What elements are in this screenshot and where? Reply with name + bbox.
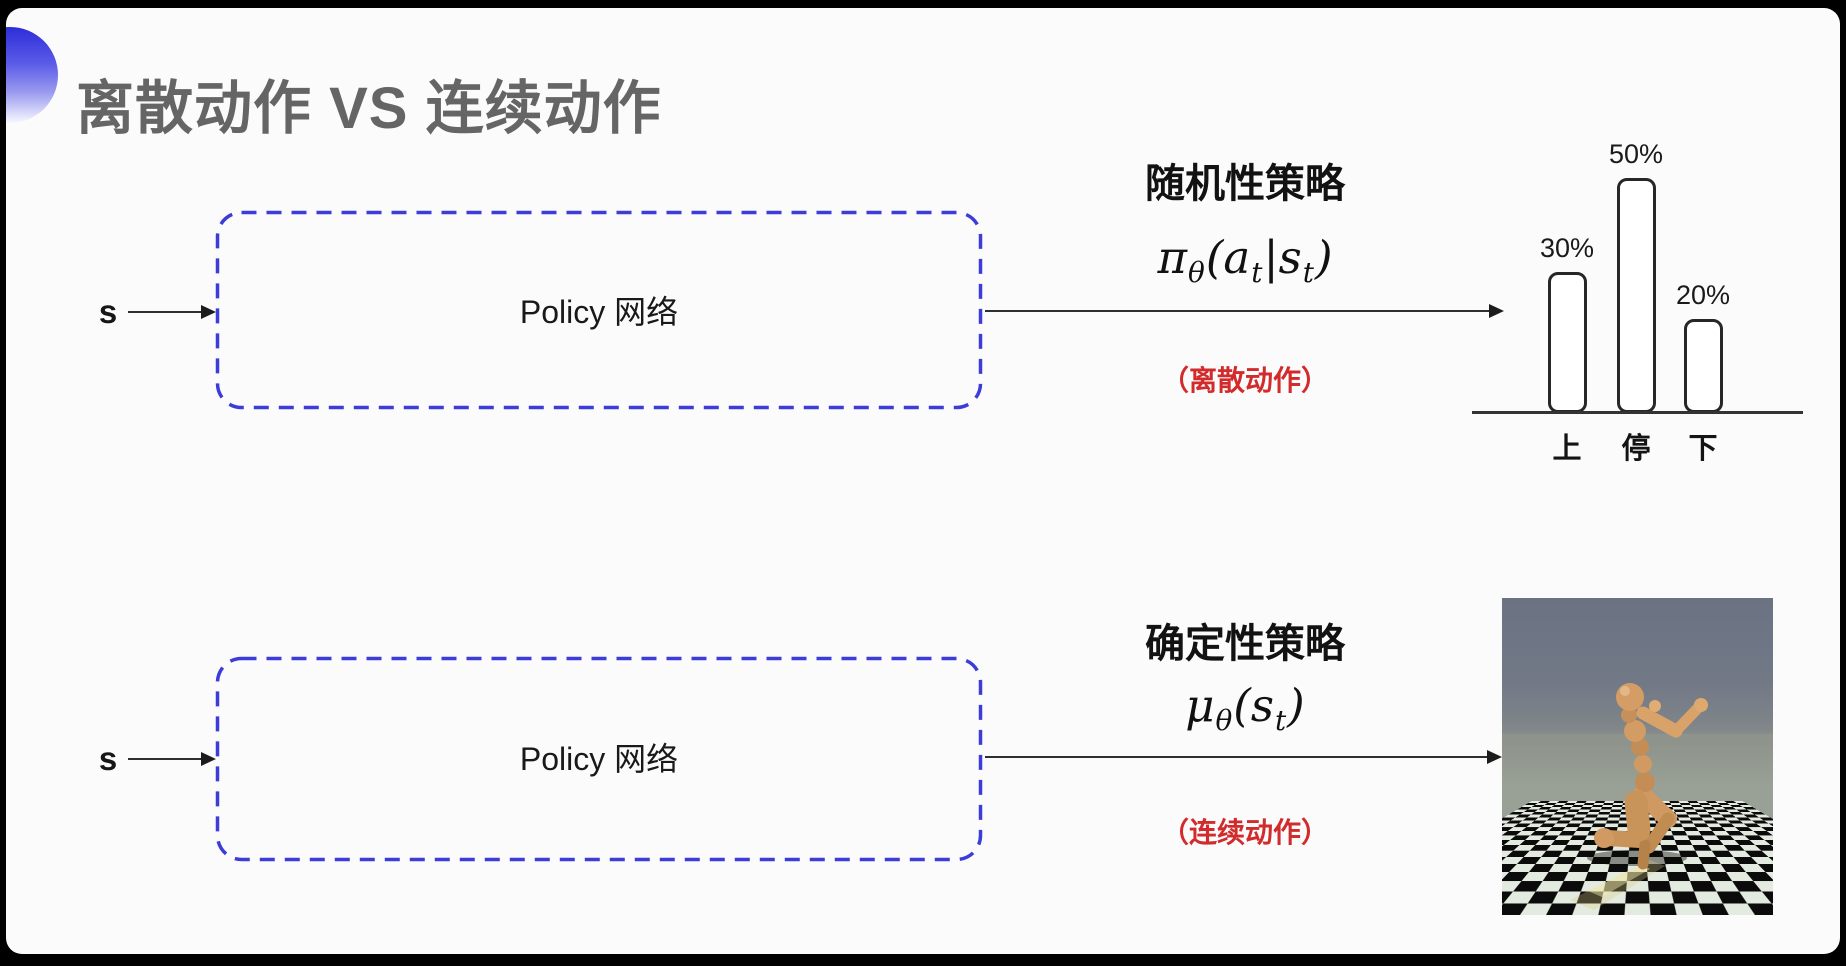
policy-network-label-deterministic: Policy 网络 [519, 741, 679, 777]
formula-paren: ( [1205, 231, 1224, 284]
action-type-note-continuous: （连续动作） [1160, 817, 1329, 848]
policy-type-stochastic: 随机性策略 [1145, 162, 1345, 206]
policy-network-box-stochastic [215, 210, 983, 410]
formula-subscript: t [1251, 256, 1263, 290]
formula-symbol: π [1157, 231, 1188, 284]
bar-value-label: 30% [1539, 233, 1595, 263]
humanoid-robot-figure [1570, 683, 1708, 910]
formula-symbol: a [1223, 231, 1251, 284]
category-label: 停 [1621, 433, 1651, 465]
formula-bar: | [1263, 231, 1279, 284]
state-input-label-stochastic: s [98, 293, 118, 330]
formula-paren: ) [1314, 231, 1333, 284]
arrow-right-icon [128, 304, 216, 319]
formula-paren: ( [1233, 679, 1251, 732]
arrow-right-icon [128, 751, 216, 766]
deterministic-policy-formula: μθ(st) [1090, 680, 1400, 747]
policy-network-label-stochastic: Policy 网络 [519, 294, 679, 330]
bar-group: 50% [1601, 139, 1671, 413]
accent-circle-decoration [6, 27, 58, 123]
formula-subscript: θ [1188, 256, 1205, 290]
probability-bar [1547, 272, 1587, 413]
page-title: 离散动作 VS 连续动作 [76, 75, 662, 141]
formula-subscript: t [1274, 704, 1287, 738]
action-type-note-discrete: （离散动作） [1160, 365, 1329, 396]
bar-value-label: 50% [1608, 139, 1664, 169]
action-probability-chart: 30% 50% 20% 上 停 下 [1472, 112, 1806, 465]
formula-symbol: μ [1185, 679, 1215, 732]
humanoid-robot-image [1502, 598, 1773, 915]
chart-baseline [1472, 411, 1803, 414]
bar-value-label: 20% [1675, 280, 1731, 310]
slide-canvas: 离散动作 VS 连续动作 s Policy 网络 随机性策略 πθ(at|st)… [6, 8, 1840, 954]
policy-network-box-deterministic [215, 656, 983, 862]
bar-group: 20% [1668, 280, 1738, 413]
probability-bar [1683, 319, 1723, 413]
formula-symbol: s [1250, 679, 1274, 732]
policy-type-deterministic: 确定性策略 [1145, 622, 1345, 666]
formula-symbol: s [1278, 231, 1302, 284]
category-label: 上 [1552, 433, 1582, 465]
category-label: 下 [1688, 433, 1718, 465]
stochastic-policy-formula: πθ(at|st) [1090, 232, 1400, 299]
probability-bar [1616, 178, 1656, 413]
arrow-right-icon [985, 303, 1504, 318]
formula-subscript: θ [1215, 704, 1233, 738]
formula-subscript: t [1302, 256, 1314, 290]
state-input-label-deterministic: s [98, 740, 118, 777]
arrow-right-icon [985, 749, 1502, 764]
formula-paren: ) [1287, 679, 1305, 732]
bar-group: 30% [1532, 233, 1602, 413]
